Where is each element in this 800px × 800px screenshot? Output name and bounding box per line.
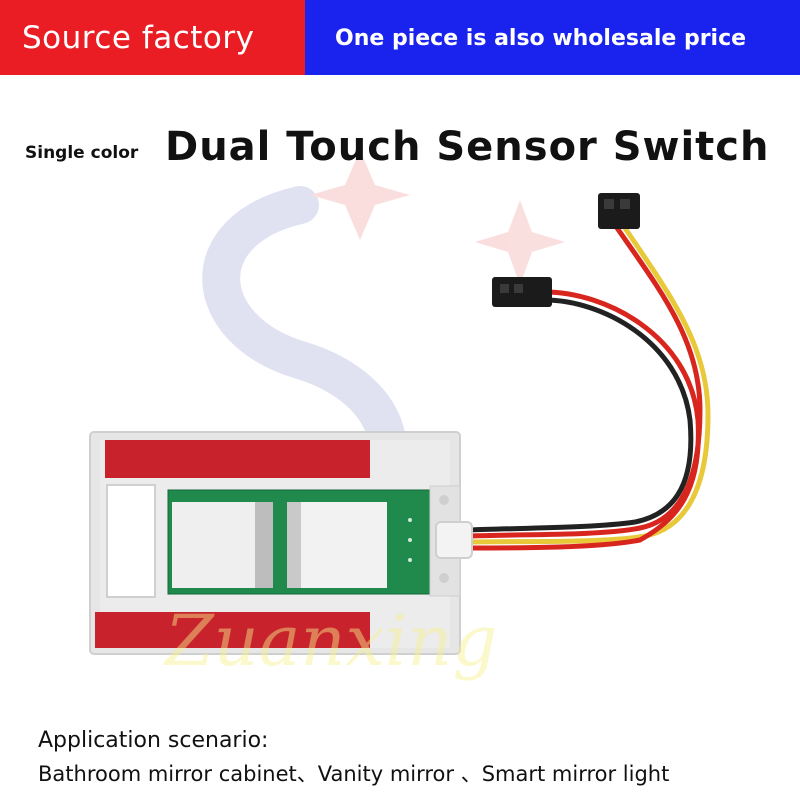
banner-wholesale-price: One piece is also wholesale price: [335, 26, 747, 51]
sensor-board: [167, 489, 441, 595]
banner-right: [305, 0, 800, 75]
caption-application-list: Bathroom mirror cabinet、Vanity mirror 、S…: [38, 762, 670, 786]
connector-top-icon: [598, 193, 640, 229]
caption-application-label: Application scenario:: [38, 728, 269, 753]
banner-left: [0, 0, 305, 75]
subtitle-single-color: Single color: [25, 143, 139, 163]
page-title: Dual Touch Sensor Switch: [165, 124, 770, 170]
wire-bundle: [467, 222, 711, 551]
banner-source-factory: Source factory: [22, 20, 255, 56]
end-cap: [429, 485, 473, 597]
watermark-text: Zuanxing: [165, 600, 498, 682]
connector-middle-icon: [492, 277, 552, 307]
